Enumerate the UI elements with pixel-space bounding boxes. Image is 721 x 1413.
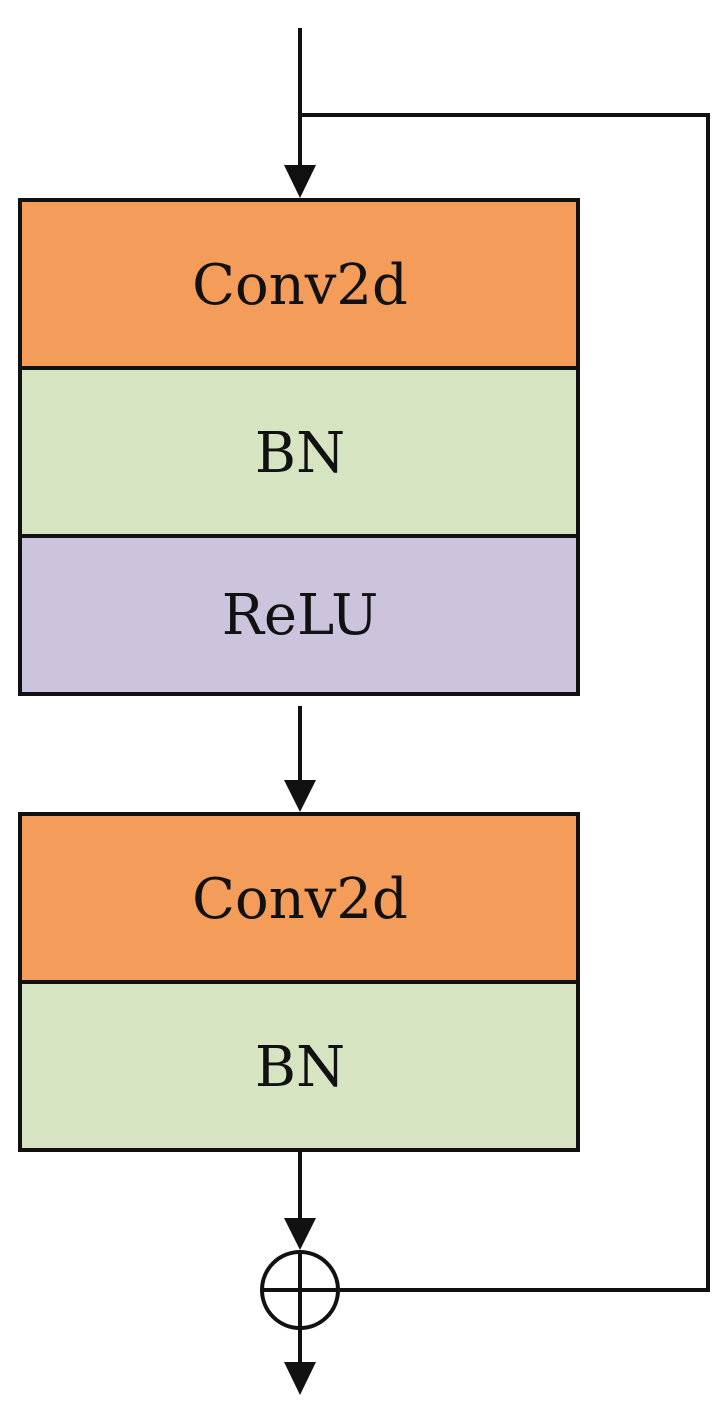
- conv-bn-relu-group: Conv2d BN ReLU: [18, 198, 580, 696]
- block-bn-1-label: BN: [255, 421, 345, 486]
- block-bn-2: [18, 980, 580, 1152]
- block-bn-2-label: BN: [255, 1035, 345, 1100]
- block-bn-1: [18, 366, 580, 538]
- middle-arrowhead: [284, 780, 316, 812]
- conv-bn-group: Conv2d BN: [18, 812, 580, 1152]
- block-relu-label: ReLU: [222, 583, 379, 648]
- skip-connection-line: [300, 113, 710, 1292]
- output-arrowhead: [284, 1362, 316, 1395]
- pre-sum-arrowhead: [284, 1218, 316, 1250]
- block-conv2d-1-label: Conv2d: [192, 253, 408, 318]
- sum-node-icon: [260, 1250, 340, 1330]
- input-arrowhead: [284, 165, 316, 198]
- block-conv2d-1: [18, 198, 580, 370]
- block-conv2d-2-label: Conv2d: [192, 867, 408, 932]
- block-relu: [18, 534, 580, 696]
